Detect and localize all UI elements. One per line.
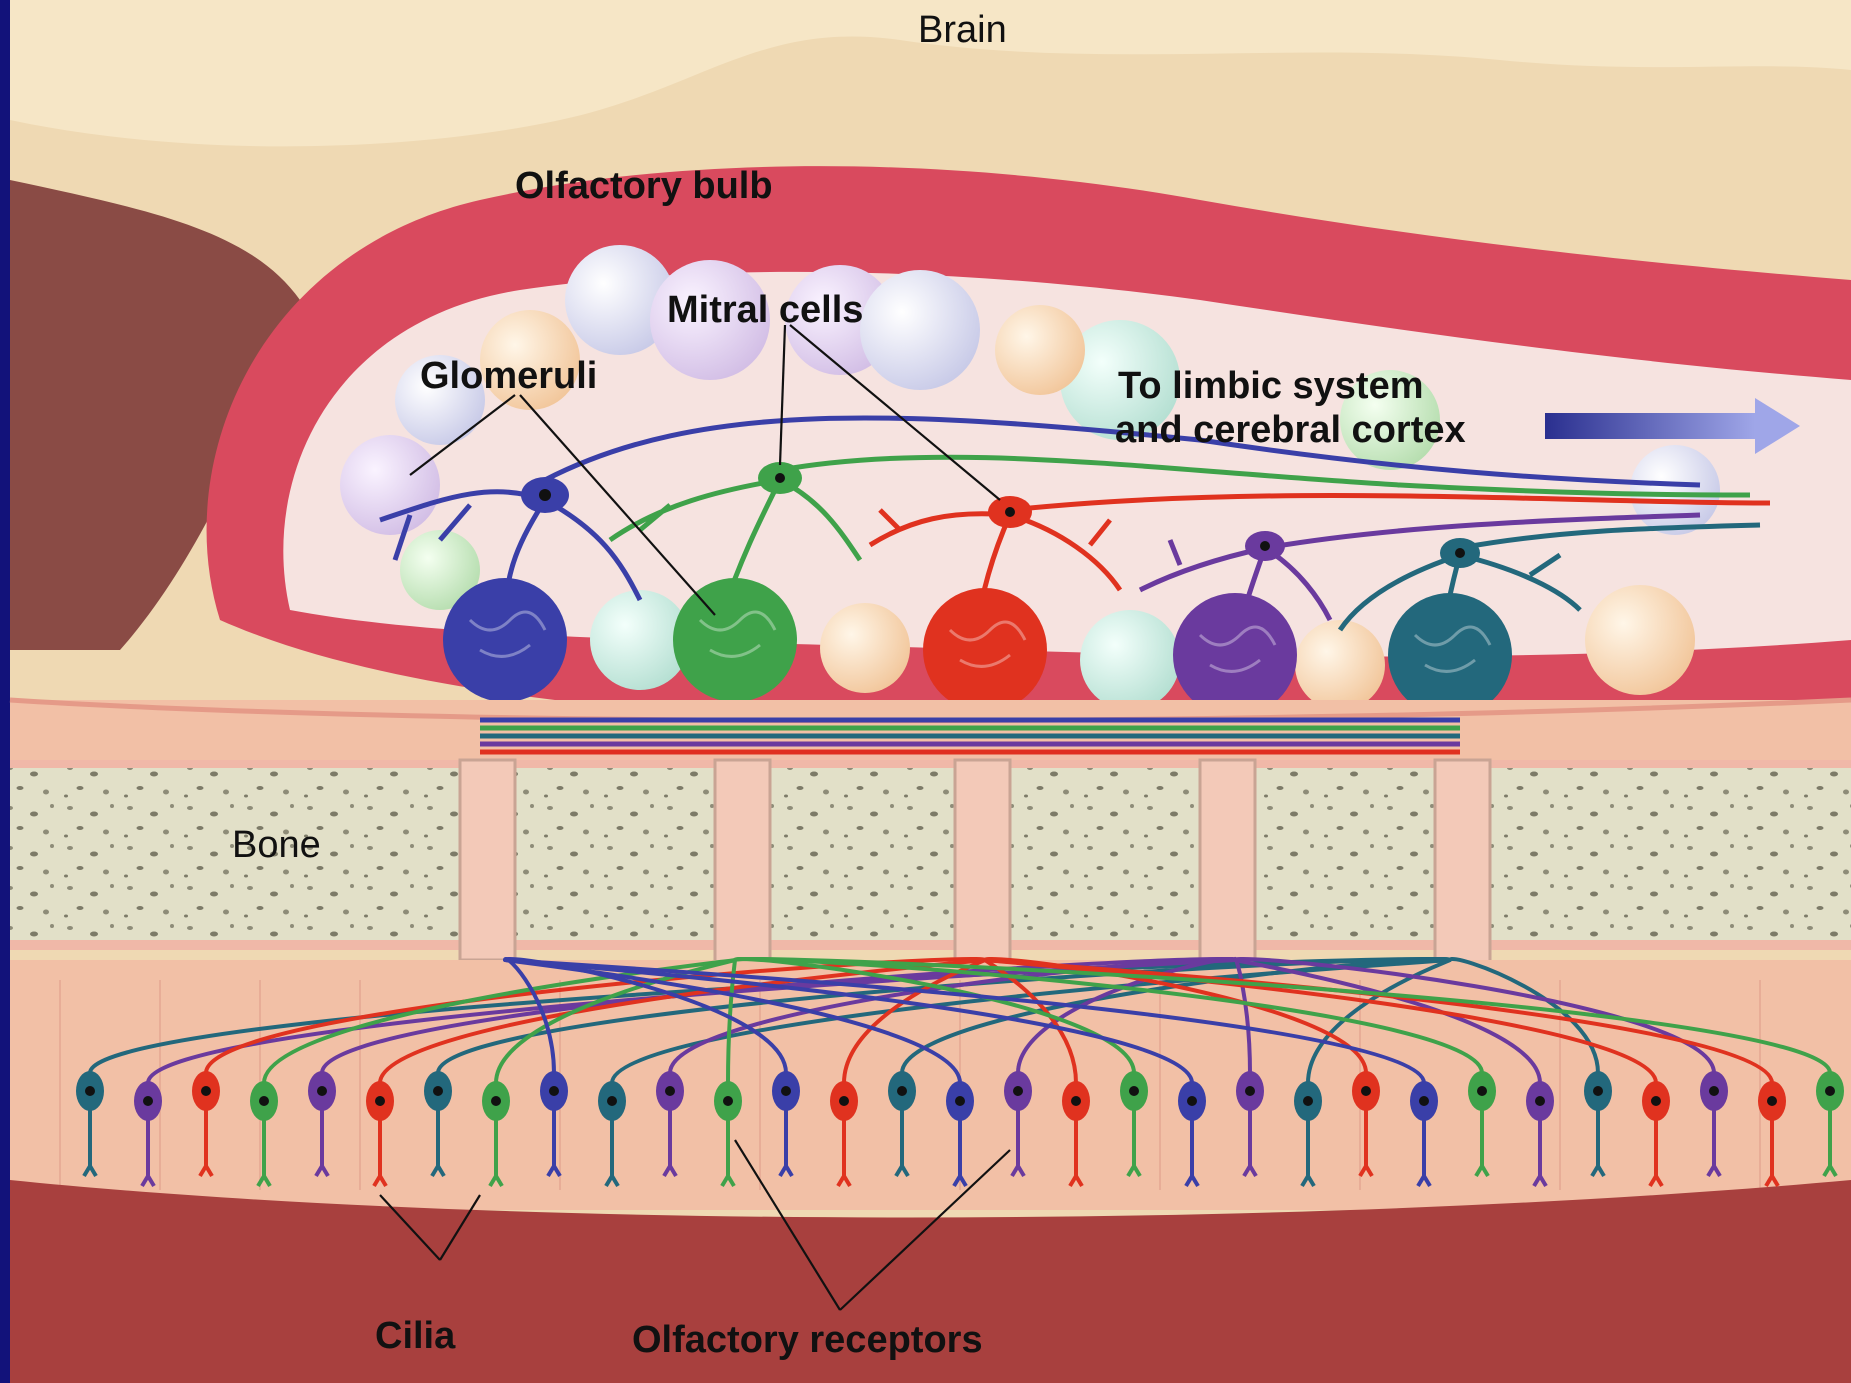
receptor-nucleus <box>1593 1086 1603 1096</box>
receptor-nucleus <box>1477 1086 1487 1096</box>
brain-label: Brain <box>918 9 1007 51</box>
cilia-label: Cilia <box>375 1315 456 1357</box>
bone-label: Bone <box>232 824 321 866</box>
receptor-nucleus <box>839 1096 849 1106</box>
mitral-cells-label: Mitral cells <box>667 289 863 331</box>
receptor-nucleus <box>607 1096 617 1106</box>
receptor-nucleus <box>1303 1096 1313 1106</box>
receptor-nucleus <box>1651 1096 1661 1106</box>
receptor-nucleus <box>781 1086 791 1096</box>
receptor-nucleus <box>201 1086 211 1096</box>
receptor-nucleus <box>1825 1086 1835 1096</box>
receptor-nucleus <box>1419 1096 1429 1106</box>
to-limbic-label-line2: and cerebral cortex <box>1115 409 1466 451</box>
receptor-nucleus <box>1709 1086 1719 1096</box>
receptor-nucleus <box>1129 1086 1139 1096</box>
receptor-nucleus <box>1013 1086 1023 1096</box>
receptor-nucleus <box>1187 1096 1197 1106</box>
receptor-nucleus <box>317 1086 327 1096</box>
receptor-nucleus <box>1361 1086 1371 1096</box>
receptor-nucleus <box>1245 1086 1255 1096</box>
olfactory-bulb-label: Olfactory bulb <box>515 165 773 207</box>
olfactory-epithelium <box>10 960 1851 1210</box>
receptor-nucleus <box>955 1096 965 1106</box>
receptor-nucleus <box>897 1086 907 1096</box>
receptor-nucleus <box>1535 1096 1545 1106</box>
receptor-nucleus <box>143 1096 153 1106</box>
receptor-nucleus <box>433 1086 443 1096</box>
receptor-nucleus <box>723 1096 733 1106</box>
glomeruli-label: Glomeruli <box>420 355 597 397</box>
receptor-nucleus <box>85 1086 95 1096</box>
to-limbic-label-line1: To limbic system <box>1118 365 1424 407</box>
olfactory-receptors-label: Olfactory receptors <box>632 1319 983 1361</box>
receptor-nucleus <box>259 1096 269 1106</box>
receptor-nucleus <box>665 1086 675 1096</box>
receptor-nucleus <box>549 1086 559 1096</box>
receptor-nucleus <box>375 1096 385 1106</box>
receptor-nucleus <box>491 1096 501 1106</box>
receptor-nucleus <box>1071 1096 1081 1106</box>
receptor-nucleus <box>1767 1096 1777 1106</box>
